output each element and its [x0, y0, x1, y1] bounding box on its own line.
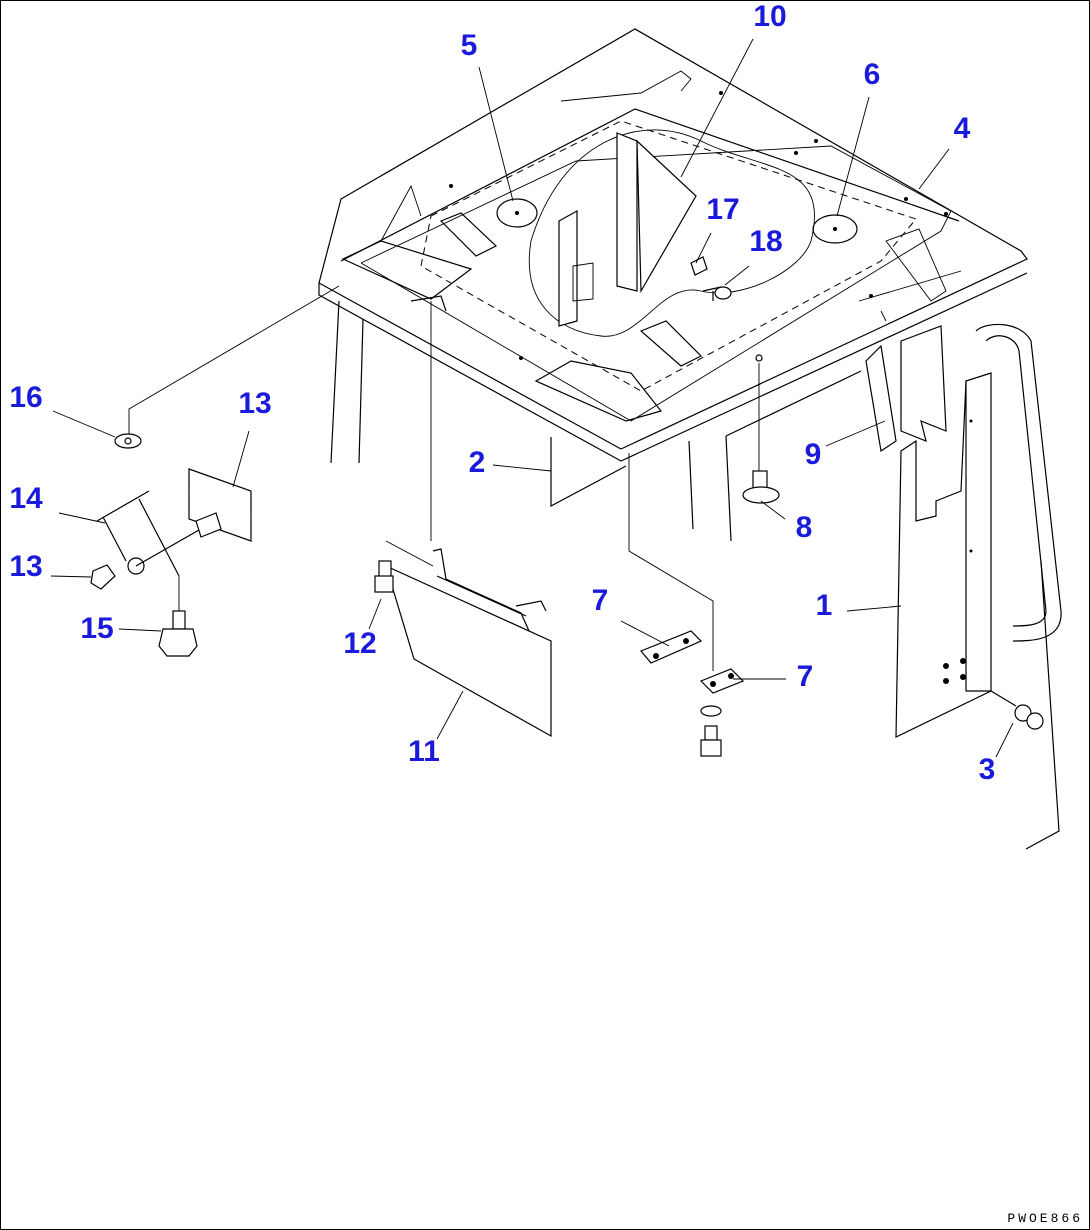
roof-caps — [449, 91, 948, 360]
air-duct — [529, 129, 815, 337]
roof-panel — [318, 28, 1028, 462]
callout-13b: 13 — [9, 550, 43, 583]
callout-14: 14 — [9, 482, 43, 515]
callout-16: 16 — [9, 381, 43, 414]
handrail — [975, 323, 1062, 850]
mirror-assembly — [90, 285, 340, 657]
callout-2: 2 — [468, 446, 486, 479]
roof-brackets — [341, 212, 703, 422]
cab-frame — [330, 300, 862, 542]
side-wall — [865, 325, 992, 738]
callout-3: 3 — [978, 753, 996, 786]
callout-15: 15 — [80, 612, 114, 645]
knob-3 — [990, 690, 1044, 730]
callout-5: 5 — [460, 29, 478, 62]
callout-11: 11 — [408, 735, 440, 768]
callout-13a: 13 — [238, 387, 272, 420]
callout-6: 6 — [863, 58, 881, 91]
callout-12: 12 — [343, 627, 377, 660]
callout-9: 9 — [804, 438, 822, 471]
callout-10: 10 — [753, 0, 787, 33]
bolt-17-18 — [690, 256, 732, 301]
plate-11 — [374, 301, 552, 738]
callout-7b: 7 — [796, 660, 814, 693]
plates-7 — [628, 453, 745, 757]
callout-17: 17 — [706, 193, 740, 226]
pin-8 — [742, 354, 780, 504]
leader-lines — [50, 38, 1014, 758]
callout-8: 8 — [795, 511, 813, 544]
drawing-code: PWOE866 — [1007, 1211, 1083, 1226]
callout-7a: 7 — [591, 584, 609, 617]
callout-1: 1 — [815, 589, 833, 622]
callout-18: 18 — [749, 225, 783, 258]
callout-4: 4 — [953, 112, 971, 145]
